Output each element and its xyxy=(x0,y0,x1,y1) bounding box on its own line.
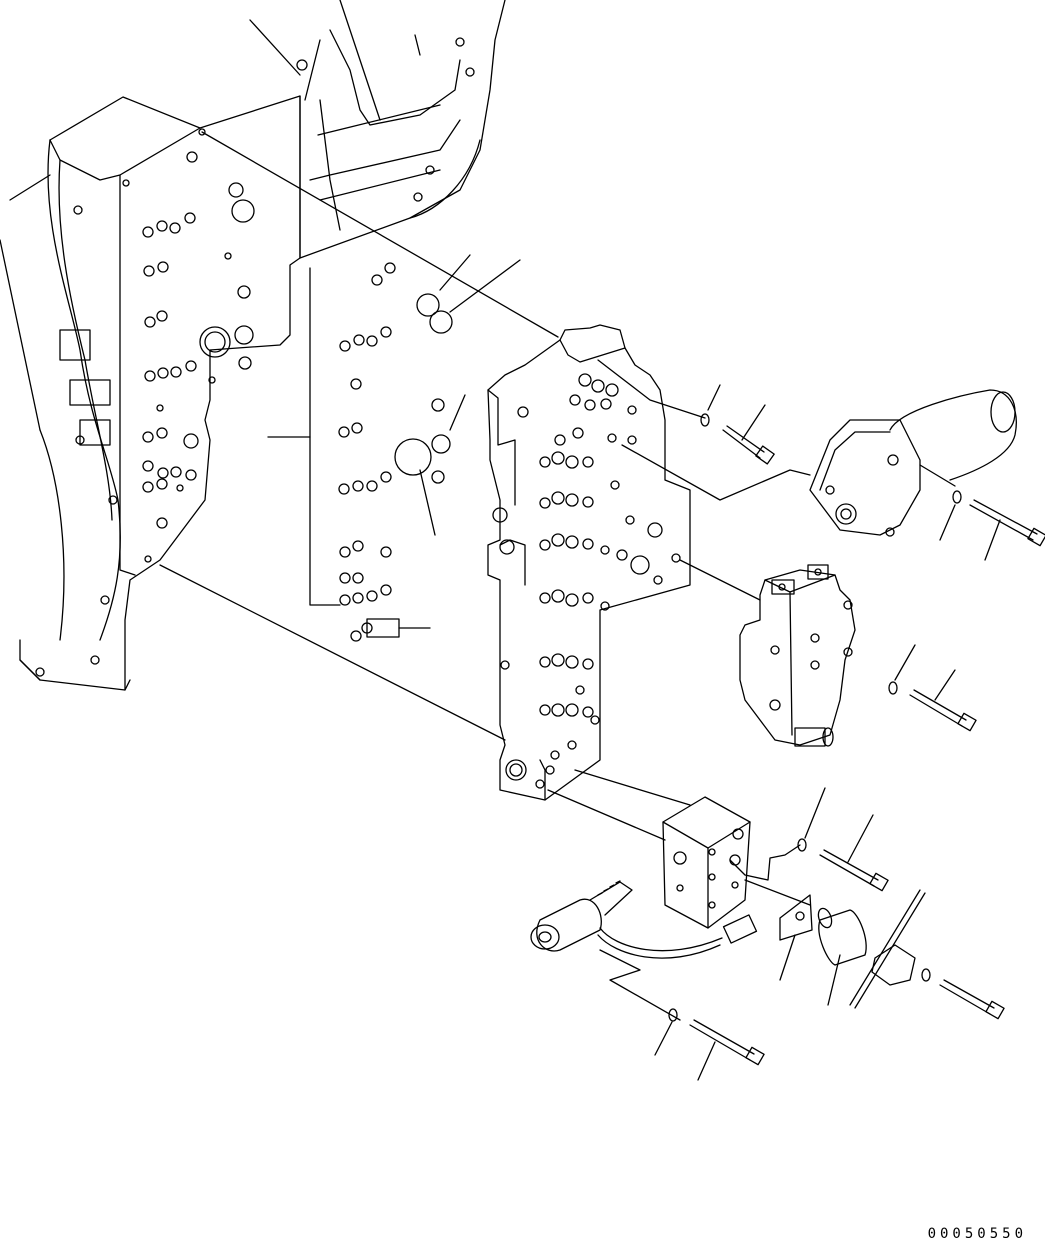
clip-sleeve-bracket xyxy=(779,889,926,1009)
spool-valve-assembly xyxy=(739,564,856,747)
solenoid-actuator xyxy=(809,389,1017,537)
projection-lines xyxy=(159,131,811,1021)
separator-gasket xyxy=(267,254,521,642)
case-port-holes xyxy=(35,128,255,677)
valve-block xyxy=(662,796,751,929)
control-valve-body xyxy=(487,324,691,801)
upper-housing xyxy=(249,0,506,259)
transmission-case xyxy=(0,95,301,691)
washers-and-bolts xyxy=(668,413,1045,1066)
leader-lines xyxy=(654,384,1001,1081)
valve-ports xyxy=(500,373,681,775)
solenoid-coil xyxy=(530,880,758,959)
drawing-number: 00050550 xyxy=(927,1226,1027,1242)
